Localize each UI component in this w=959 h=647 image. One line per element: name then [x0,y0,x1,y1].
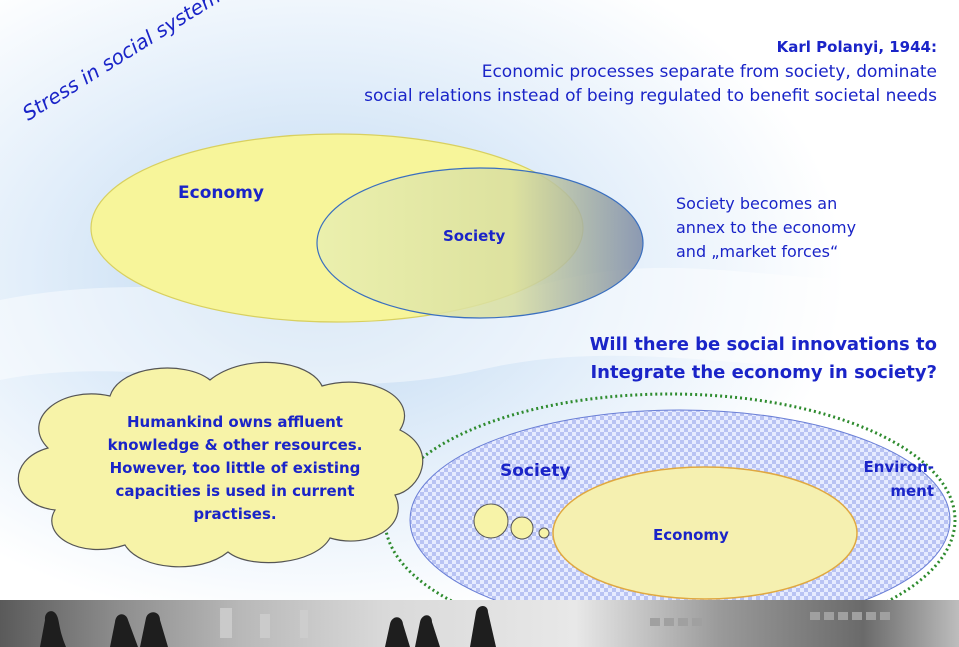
person-silhouette-1 [40,611,66,647]
cloud-line-1: Humankind owns affluent [127,413,343,431]
cloud-line-2: knowledge & other resources. [107,436,363,454]
thought-bubble-small [538,527,550,539]
thought-cloud [17,361,424,568]
question: Will there be social innovations to Inte… [590,331,937,387]
environment-label: Environ- ment [850,455,934,503]
annex-line-1: Society becomes an [676,194,838,213]
person-silhouette-2 [110,614,138,647]
annex-line-3: and „market forces“ [676,242,839,261]
annex-text: Society becomes an annex to the economy … [676,192,916,264]
cloud-text: Humankind owns affluent knowledge & othe… [70,411,400,526]
cloud-line-4: capacities is used in current [115,482,355,500]
person-silhouette-5 [415,615,440,647]
question-line-2: Integrate the economy in society? [590,362,937,383]
photo-strip [0,600,959,647]
quote-line-1: Economic processes separate from society… [481,62,937,82]
quote-author: Karl Polanyi, 1944: [776,38,937,56]
person-silhouette-4 [385,617,410,647]
cloud-line-5: practises. [193,505,277,523]
thought-bubble-large [473,503,509,539]
person-silhouette-6 [470,606,496,647]
economy-ellipse-bottom [552,466,858,600]
annex-line-2: annex to the economy [676,218,857,237]
question-line-1: Will there be social innovations to [589,334,937,355]
environment-ellipse [383,392,957,647]
quote-line-2: social relations instead of being regula… [364,86,937,106]
person-silhouette-3 [140,612,168,647]
economy-label-bottom: Economy [653,526,729,544]
environment-label-line-2: ment [890,482,934,500]
economy-label-top: Economy [178,183,264,203]
society-label-bottom: Society [500,461,571,481]
thought-bubble-medium [510,516,534,540]
environment-label-line-1: Environ- [863,458,934,476]
cloud-line-3: However, too little of existing [109,459,361,477]
society-ellipse-top [316,167,644,319]
society-label-top: Society [443,227,506,245]
